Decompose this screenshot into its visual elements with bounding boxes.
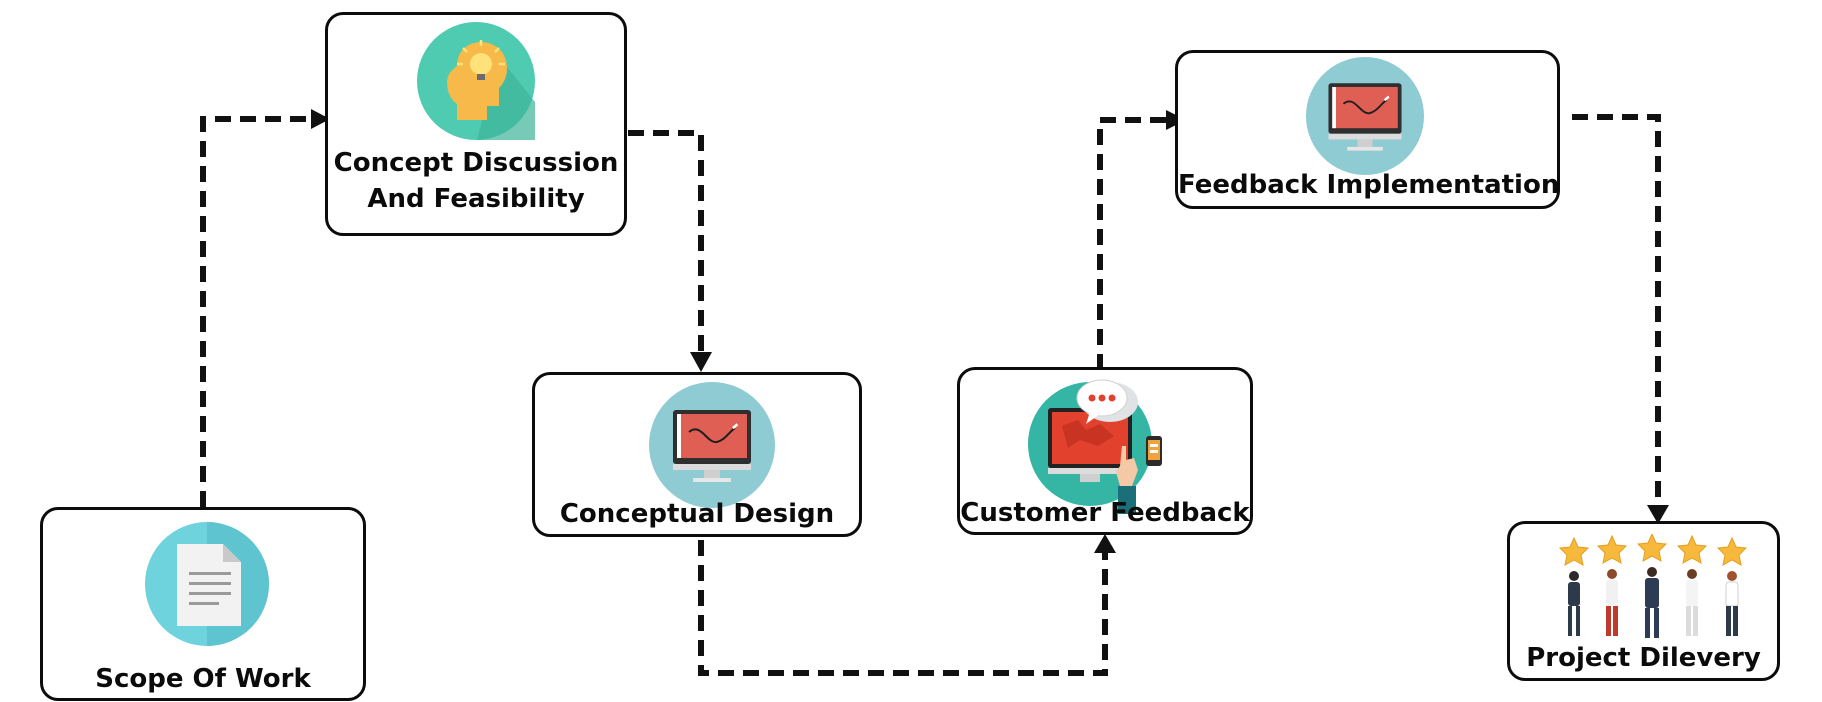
step-label: Project Dilevery xyxy=(1526,643,1761,673)
rating-stars-people-icon xyxy=(1558,534,1748,638)
arrowhead-design-to-feedback xyxy=(1094,534,1116,553)
connector-scope-to-concept xyxy=(200,116,325,507)
step-label: Concept Discussion And Feasibility xyxy=(328,145,624,217)
step-label-line-2: And Feasibility xyxy=(367,184,585,214)
step-conceptual-design: Conceptual Design xyxy=(532,372,862,537)
connector-feedback-to-implementation xyxy=(1097,117,1170,370)
step-feedback-implementation: Feedback Implementation xyxy=(1175,50,1560,209)
step-label: Feedback Implementation xyxy=(1178,170,1560,200)
monitor-design-icon xyxy=(1306,57,1424,175)
step-project-delivery: Project Dilevery xyxy=(1507,521,1780,681)
step-label: Customer Feedback xyxy=(960,498,1250,528)
connector-concept-to-design xyxy=(628,130,704,353)
step-scope-of-work: Scope Of Work xyxy=(40,507,366,701)
arrowhead-concept-to-design xyxy=(690,352,712,372)
document-icon xyxy=(145,522,269,646)
step-label: Scope Of Work xyxy=(95,664,311,694)
monitor-design-icon xyxy=(649,382,775,508)
star-row xyxy=(1558,534,1748,566)
step-label: Conceptual Design xyxy=(559,499,835,529)
arrowhead-scope-to-concept xyxy=(311,109,330,129)
step-concept-discussion: Concept Discussion And Feasibility xyxy=(325,12,627,236)
arrowhead-implementation-to-delivery xyxy=(1647,505,1669,524)
connector-design-to-feedback xyxy=(698,540,1108,676)
idea-head-icon xyxy=(417,22,535,140)
connector-implementation-to-delivery xyxy=(1572,114,1661,505)
people-row xyxy=(1568,567,1739,638)
step-label-line-1: Concept Discussion xyxy=(333,148,619,178)
step-customer-feedback: Customer Feedback xyxy=(957,367,1253,535)
feedback-chat-icon xyxy=(1028,379,1162,514)
